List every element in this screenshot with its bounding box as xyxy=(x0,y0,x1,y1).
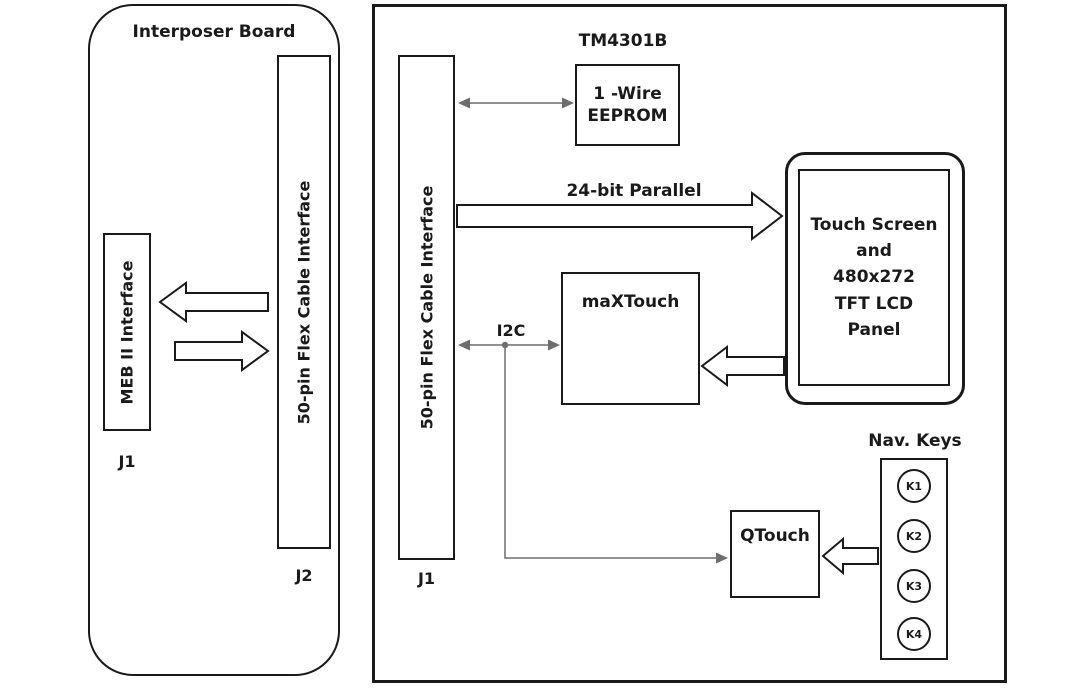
tm4301b-board: TM4301B 50-pin Flex Cable Interface J1 1… xyxy=(372,4,1007,683)
k3-key-label: K3 xyxy=(905,579,923,593)
interposer-flex-cable-box: 50-pin Flex Cable Interface xyxy=(277,55,331,549)
tm-flex-cable-label: 50-pin Flex Cable Interface xyxy=(417,185,436,430)
maxtouch-label: maXTouch xyxy=(581,292,680,312)
eeprom-label: 1 -Wire EEPROM xyxy=(587,83,668,126)
tm-j1-connector-label: J1 xyxy=(417,569,436,588)
meb-interface-box: MEB II Interface xyxy=(103,233,151,431)
navkeys-box: K1 K2 K3 K4 xyxy=(880,458,948,660)
k2-key-label: K2 xyxy=(905,529,923,543)
meb-interface-label: MEB II Interface xyxy=(117,260,137,404)
i2c-label: I2C xyxy=(496,321,526,340)
k2-key-circle: K2 xyxy=(897,519,931,553)
qtouch-label: QTouch xyxy=(740,526,810,546)
lcd-panel-outer: Touch Screen and 480x272 TFT LCD Panel xyxy=(785,152,965,405)
lcd-panel-label: Touch Screen and 480x272 TFT LCD Panel xyxy=(810,214,938,341)
parallel-bus-label: 24-bit Parallel xyxy=(566,181,702,201)
interposer-flex-cable-label: 50-pin Flex Cable Interface xyxy=(294,180,314,424)
k1-key-label: K1 xyxy=(905,479,923,493)
qtouch-box: QTouch xyxy=(730,510,820,598)
maxtouch-box: maXTouch xyxy=(561,272,700,405)
lcd-panel-inner: Touch Screen and 480x272 TFT LCD Panel xyxy=(798,169,950,386)
k3-key-circle: K3 xyxy=(897,569,931,603)
interposer-board-title: Interposer Board xyxy=(132,22,296,42)
k4-key-circle: K4 xyxy=(897,617,931,651)
k4-key-label: K4 xyxy=(905,627,923,641)
navkeys-label: Nav. Keys xyxy=(868,431,962,451)
tm-flex-cable-box: 50-pin Flex Cable Interface xyxy=(398,55,455,560)
eeprom-box: 1 -Wire EEPROM xyxy=(575,64,680,146)
tm4301b-title: TM4301B xyxy=(578,31,668,51)
interposer-j2-connector-label: J2 xyxy=(295,566,313,585)
interposer-j1-connector-label: J1 xyxy=(118,452,136,471)
k1-key-circle: K1 xyxy=(897,469,931,503)
interposer-board: Interposer Board MEB II Interface J1 50-… xyxy=(88,4,340,676)
